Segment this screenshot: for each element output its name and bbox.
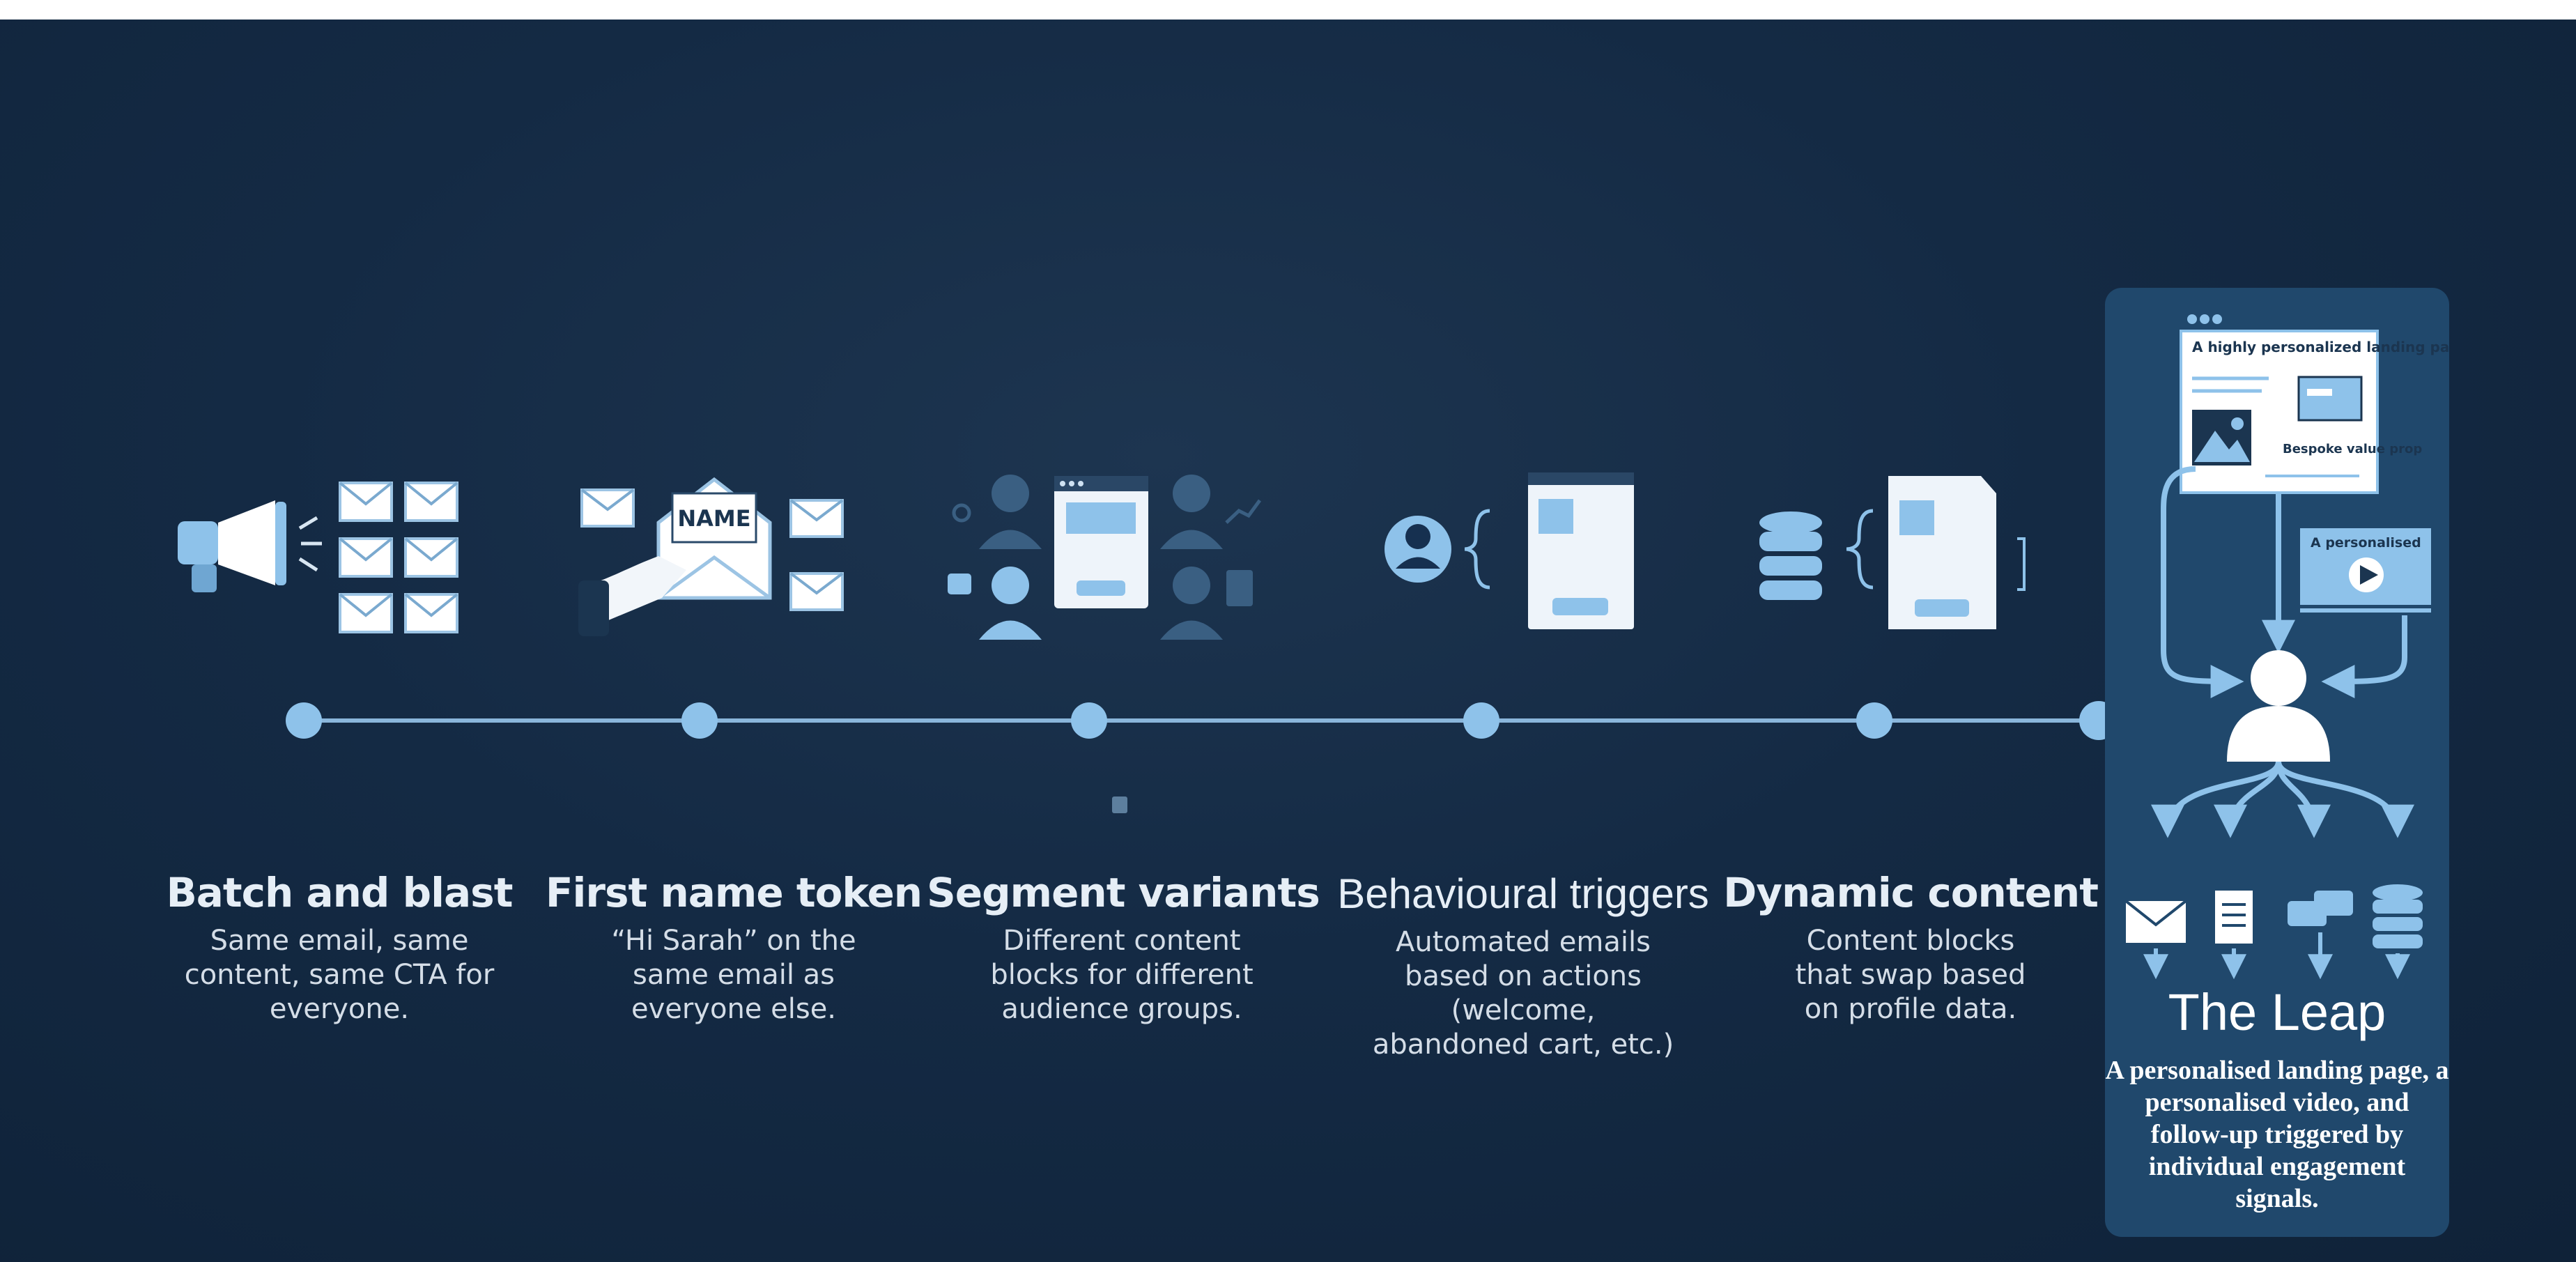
stage-description: Different content blocks for different a…	[990, 925, 1254, 1025]
timeline-diagram: NAME	[178, 472, 2118, 813]
stage-title: Segment variants	[927, 869, 1320, 916]
stage-segment-variants: Segment variants Different content block…	[927, 868, 1320, 1026]
stage-title: Batch and blast	[166, 869, 514, 916]
segment-audience-icon	[948, 475, 1262, 640]
stage-description: Same email, same content, same CTA for e…	[184, 925, 495, 1025]
stage-title: First name token	[545, 869, 923, 916]
stage-description: “Hi Sarah” on the same email as everyone…	[611, 925, 856, 1025]
trigger-user-icon	[1385, 472, 1634, 629]
dynamic-content-database-icon	[1759, 476, 2026, 629]
landing-page-label: A highly personalized landing page	[2192, 339, 2449, 355]
marker-dot	[1112, 797, 1127, 813]
stage-description: Content blocks that swap based on profil…	[1795, 925, 2026, 1025]
timeline-node	[1856, 702, 1892, 739]
timeline-node	[681, 702, 718, 739]
envelope-grid-icon	[339, 482, 458, 633]
diagram-canvas: NAME	[0, 20, 2576, 1262]
stage-title: Behavioural triggers	[1337, 870, 1709, 917]
timeline-node	[286, 702, 322, 739]
megaphone-icon	[178, 500, 322, 592]
stage-title: Dynamic content	[1723, 869, 2099, 916]
stage-dynamic-content: Dynamic content Content blocks that swap…	[1715, 868, 2106, 1026]
timeline-node	[1463, 702, 1499, 739]
timeline-node	[1071, 702, 1107, 739]
stage-behavioural-triggers: Behavioural triggers Automated emails ba…	[1328, 870, 1718, 1062]
name-token-envelope-icon: NAME	[578, 477, 844, 636]
leap-description: A personalised landing page, a personali…	[2105, 1056, 2449, 1213]
individual-person-icon	[2227, 650, 2330, 762]
leap-illustration: A highly personalized landing page Bespo…	[2124, 314, 2449, 980]
video-label: A personalised	[2311, 535, 2421, 551]
leap-title: The Leap	[2168, 983, 2386, 1041]
leap-output-icons	[2124, 884, 2423, 948]
value-prop-label: Bespoke value prop	[2283, 442, 2422, 456]
stage-description: Automated emails based on actions (welco…	[1372, 926, 1674, 1061]
stage-first-name-token: First name token “Hi Sarah” on the same …	[539, 868, 929, 1026]
svg-text:NAME: NAME	[677, 505, 750, 532]
stage-batch-and-blast: Batch and blast Same email, same content…	[144, 868, 534, 1026]
